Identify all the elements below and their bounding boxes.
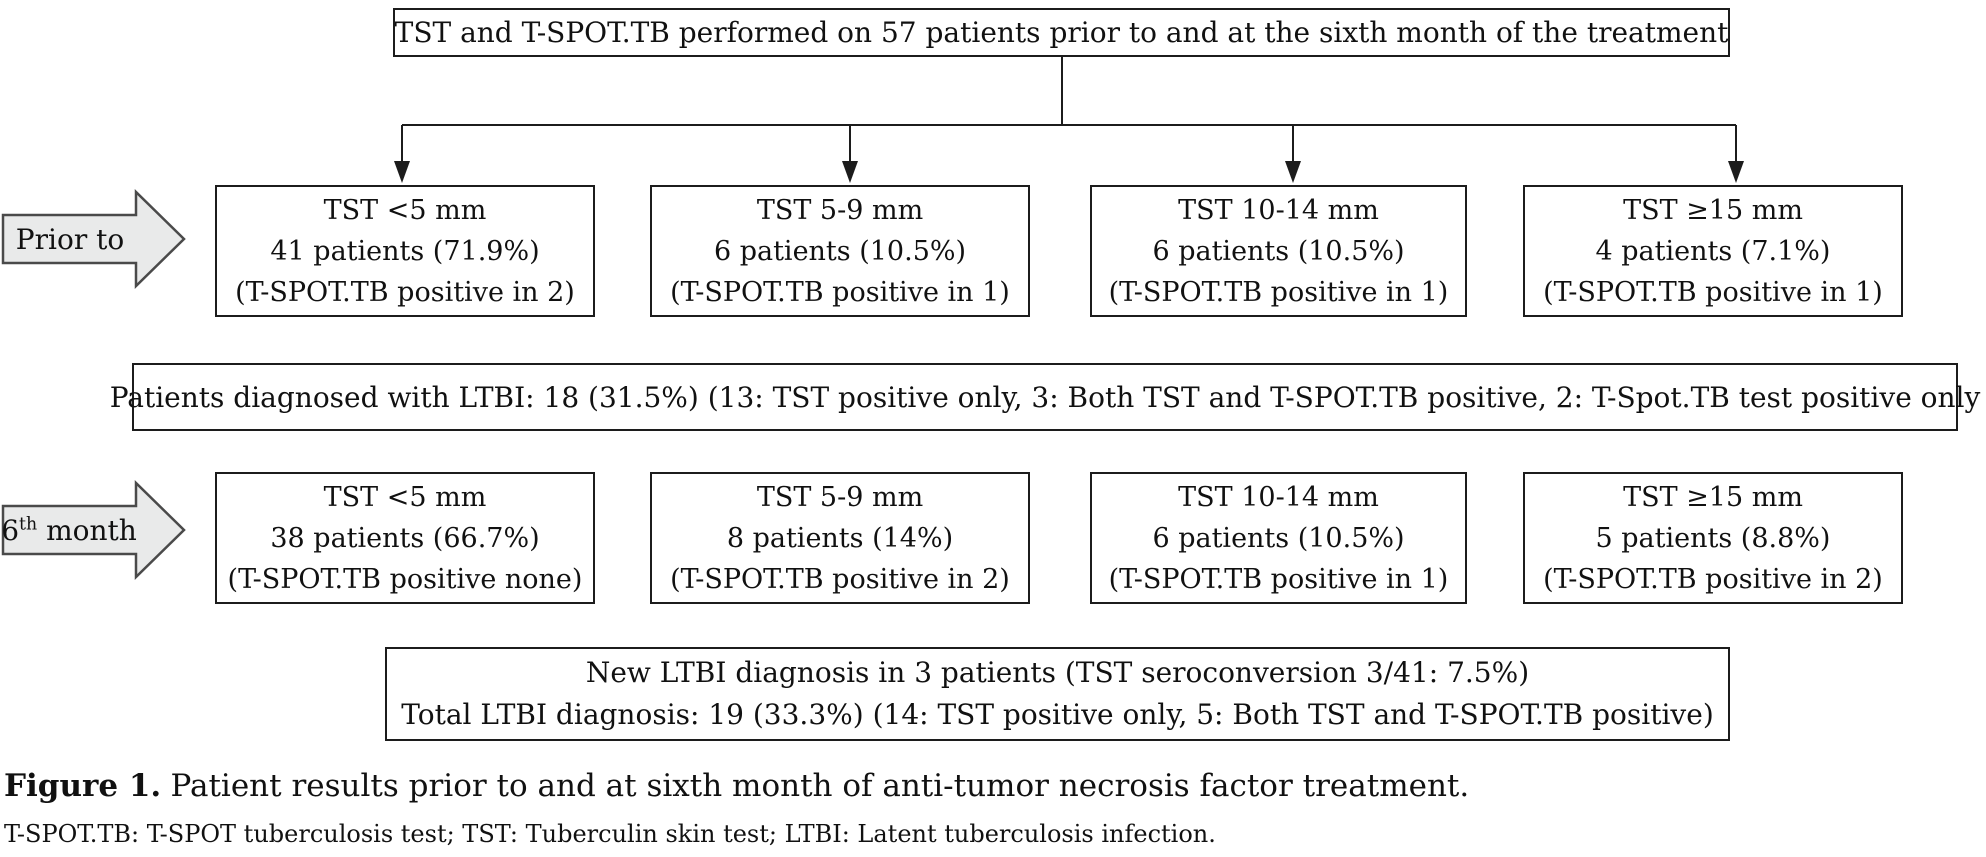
sixth-ltbi-summary-line1: New LTBI diagnosis in 3 patients (TST se… [585,656,1530,689]
down-arrowhead-icon [1285,161,1301,183]
box-line: (T-SPOT.TB positive in 2) [670,563,1010,595]
ordinal-superscript: th [19,514,38,535]
sixth-box-tst-5-9: TST 5-9 mm 8 patients (14%) (T-SPOT.TB p… [650,472,1030,604]
prior-box-tst-ge15: TST ≥15 mm 4 patients (7.1%) (T-SPOT.TB … [1523,185,1903,317]
box-line: TST <5 mm [323,481,487,513]
down-arrowhead-icon [1728,161,1744,183]
figure-caption: Figure 1.Patient results prior to and at… [4,766,1469,806]
box-line: 5 patients (8.8%) [1595,522,1831,554]
box-line: 8 patients (14%) [726,522,954,554]
sixth-month-block-arrow-icon [1,480,186,580]
box-line: TST ≥15 mm [1623,194,1803,226]
down-arrowhead-icon [394,161,410,183]
prior-ltbi-summary-text: Patients diagnosed with LTBI: 18 (31.5%)… [109,380,1981,414]
root-box-text: TST and T-SPOT.TB performed on 57 patien… [394,16,1729,49]
box-line: (T-SPOT.TB positive in 2) [235,276,575,308]
box-line: 38 patients (66.7%) [270,522,540,554]
box-line: (T-SPOT.TB positive none) [227,563,583,595]
sixth-box-tst-ge15: TST ≥15 mm 5 patients (8.8%) (T-SPOT.TB … [1523,472,1903,604]
prior-box-tst-10-14: TST 10-14 mm 6 patients (10.5%) (T-SPOT.… [1090,185,1467,317]
box-line: TST <5 mm [323,194,487,226]
connector-tree [401,57,1737,164]
arrow-label-sixth-month-text: 6th month [1,513,137,547]
sixth-ltbi-summary-line2: Total LTBI diagnosis: 19 (33.3%) (14: TS… [401,698,1714,731]
root-box: TST and T-SPOT.TB performed on 57 patien… [393,8,1730,57]
arrow-label-prior-to: Prior to [2,216,138,262]
box-line: TST ≥15 mm [1623,481,1803,513]
box-line: 4 patients (7.1%) [1595,235,1831,267]
box-line: (T-SPOT.TB positive in 2) [1543,563,1883,595]
box-line: TST 5-9 mm [756,481,924,513]
arrow-label-prior-to-text: Prior to [15,222,125,256]
box-line: TST 10-14 mm [1178,194,1379,226]
box-line: (T-SPOT.TB positive in 1) [1108,563,1449,595]
sixth-ltbi-summary-box: New LTBI diagnosis in 3 patients (TST se… [385,647,1730,741]
arrow-label-sixth-month: 6th month [0,507,138,553]
figure-caption-label: Figure 1. [4,768,162,804]
box-line: (T-SPOT.TB positive in 1) [670,276,1010,308]
box-line: 41 patients (71.9%) [270,235,540,267]
prior-ltbi-summary-box: Patients diagnosed with LTBI: 18 (31.5%)… [110,363,1980,431]
box-line: TST 10-14 mm [1178,481,1379,513]
prior-to-block-arrow-icon [1,189,186,289]
sixth-box-tst-lt5: TST <5 mm 38 patients (66.7%) (T-SPOT.TB… [215,472,595,604]
box-line: (T-SPOT.TB positive in 1) [1543,276,1883,308]
box-line: TST 5-9 mm [756,194,924,226]
box-line: 6 patients (10.5%) [1152,235,1405,267]
box-line: 6 patients (10.5%) [713,235,967,267]
down-arrowhead-icon [842,161,858,183]
box-line: (T-SPOT.TB positive in 1) [1108,276,1449,308]
prior-box-tst-lt5: TST <5 mm 41 patients (71.9%) (T-SPOT.TB… [215,185,595,317]
figure-footnote: T-SPOT.TB: T-SPOT tuberculosis test; TST… [4,820,1216,848]
box-line: 6 patients (10.5%) [1152,522,1405,554]
prior-box-tst-5-9: TST 5-9 mm 6 patients (10.5%) (T-SPOT.TB… [650,185,1030,317]
figure-caption-text: Patient results prior to and at sixth mo… [170,768,1470,804]
sixth-box-tst-10-14: TST 10-14 mm 6 patients (10.5%) (T-SPOT.… [1090,472,1467,604]
